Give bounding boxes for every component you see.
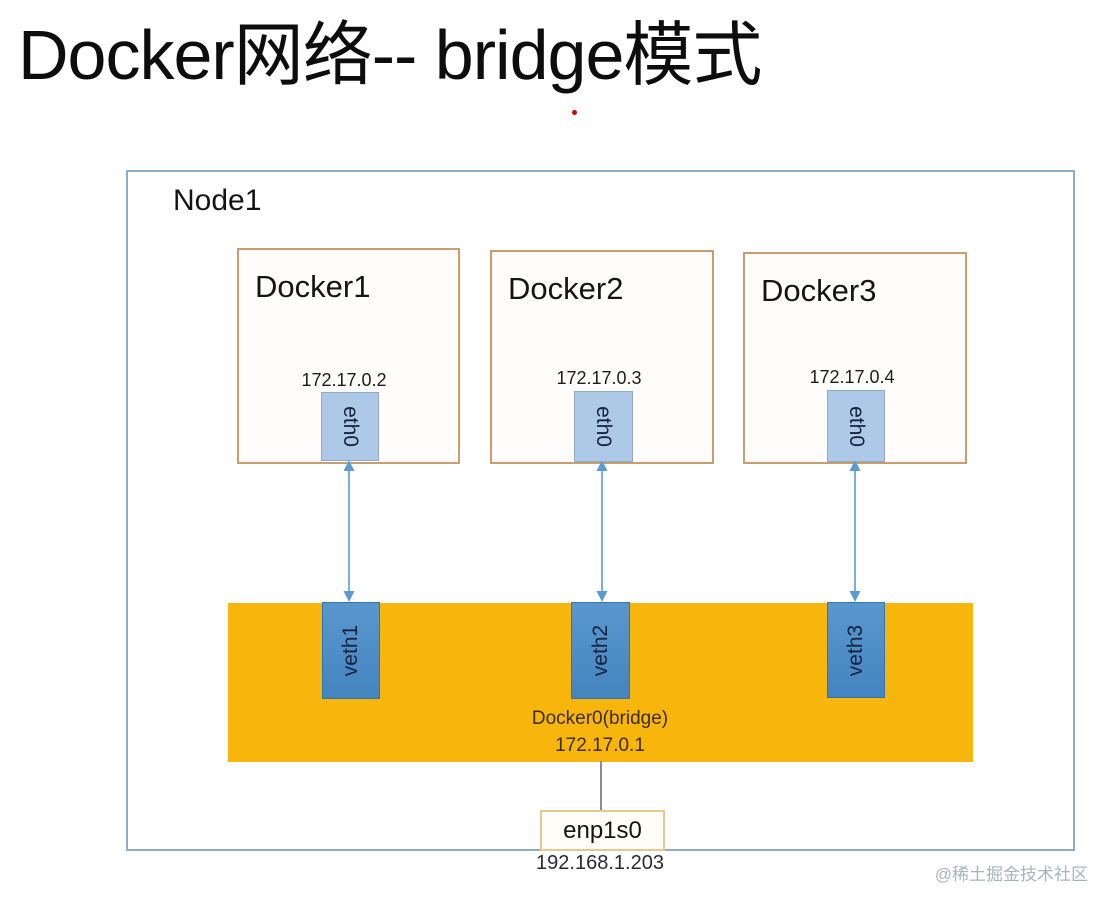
container-label: Docker3 (761, 273, 877, 308)
veth2-box: veth2 (571, 602, 630, 699)
eth0-label: eth0 (844, 405, 868, 447)
eth0-interface-box: eth0 (827, 390, 885, 462)
double-arrow-icon (343, 460, 355, 602)
container-label: Docker2 (508, 271, 624, 306)
eth0-label: eth0 (592, 406, 615, 447)
container-ip: 172.17.0.4 (809, 367, 895, 387)
container-ip: 172.17.0.2 (301, 370, 387, 390)
host-interface-box: enp1s0 (540, 810, 665, 851)
eth0-interface-box: eth0 (574, 391, 633, 462)
veth3-box: veth3 (827, 602, 885, 698)
veth2-label: veth2 (589, 624, 612, 677)
watermark: @稀土掘金技术社区 (934, 865, 1088, 884)
red-dot (572, 110, 577, 115)
container-label: Docker1 (255, 269, 371, 304)
double-arrow-icon (596, 460, 608, 602)
page-title: Docker网络-- bridge模式 (18, 16, 762, 94)
bridge-ip: 172.17.0.1 (555, 735, 645, 756)
container-ip: 172.17.0.3 (556, 368, 642, 388)
eth0-label: eth0 (338, 406, 362, 447)
node1-label: Node1 (173, 184, 262, 217)
bridge-name: Docker0(bridge) (531, 708, 669, 729)
double-arrow-icon (849, 460, 861, 602)
host-interface-label: enp1s0 (563, 816, 642, 844)
veth1-label: veth1 (339, 624, 363, 677)
veth1-box: veth1 (322, 602, 380, 699)
host-ip: 192.168.1.203 (536, 852, 664, 874)
veth3-label: veth3 (844, 624, 868, 676)
bridge-to-nic-line (600, 761, 602, 810)
eth0-interface-box: eth0 (321, 392, 379, 461)
